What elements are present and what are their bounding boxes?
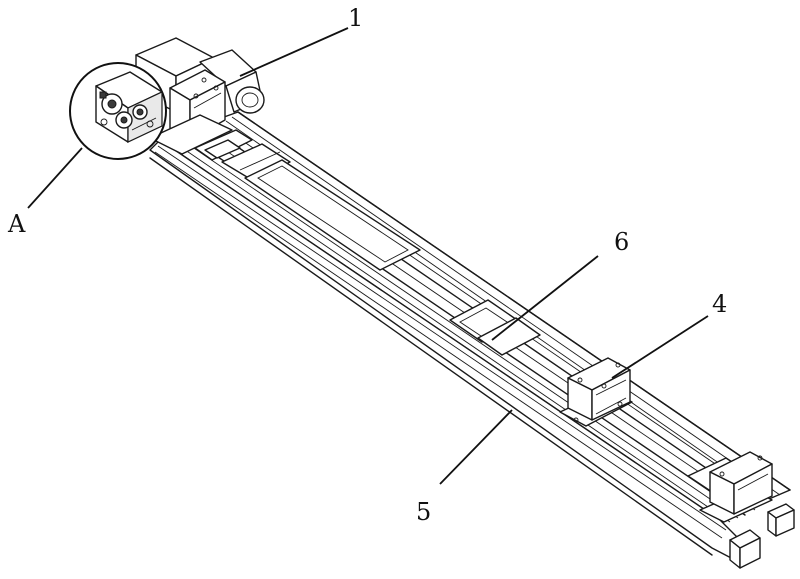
detail-circle-a: [70, 63, 166, 159]
support-block-right: [700, 452, 794, 568]
leader-1: [240, 28, 348, 76]
label-6: 6: [614, 228, 629, 256]
rail-frame: [150, 112, 790, 560]
label-1: 1: [348, 4, 363, 32]
label-a: A: [7, 210, 26, 238]
leader-5: [440, 410, 512, 484]
leader-a: [28, 148, 82, 208]
leader-4: [612, 316, 708, 378]
label-4: 4: [712, 290, 727, 318]
label-5: 5: [416, 498, 431, 526]
